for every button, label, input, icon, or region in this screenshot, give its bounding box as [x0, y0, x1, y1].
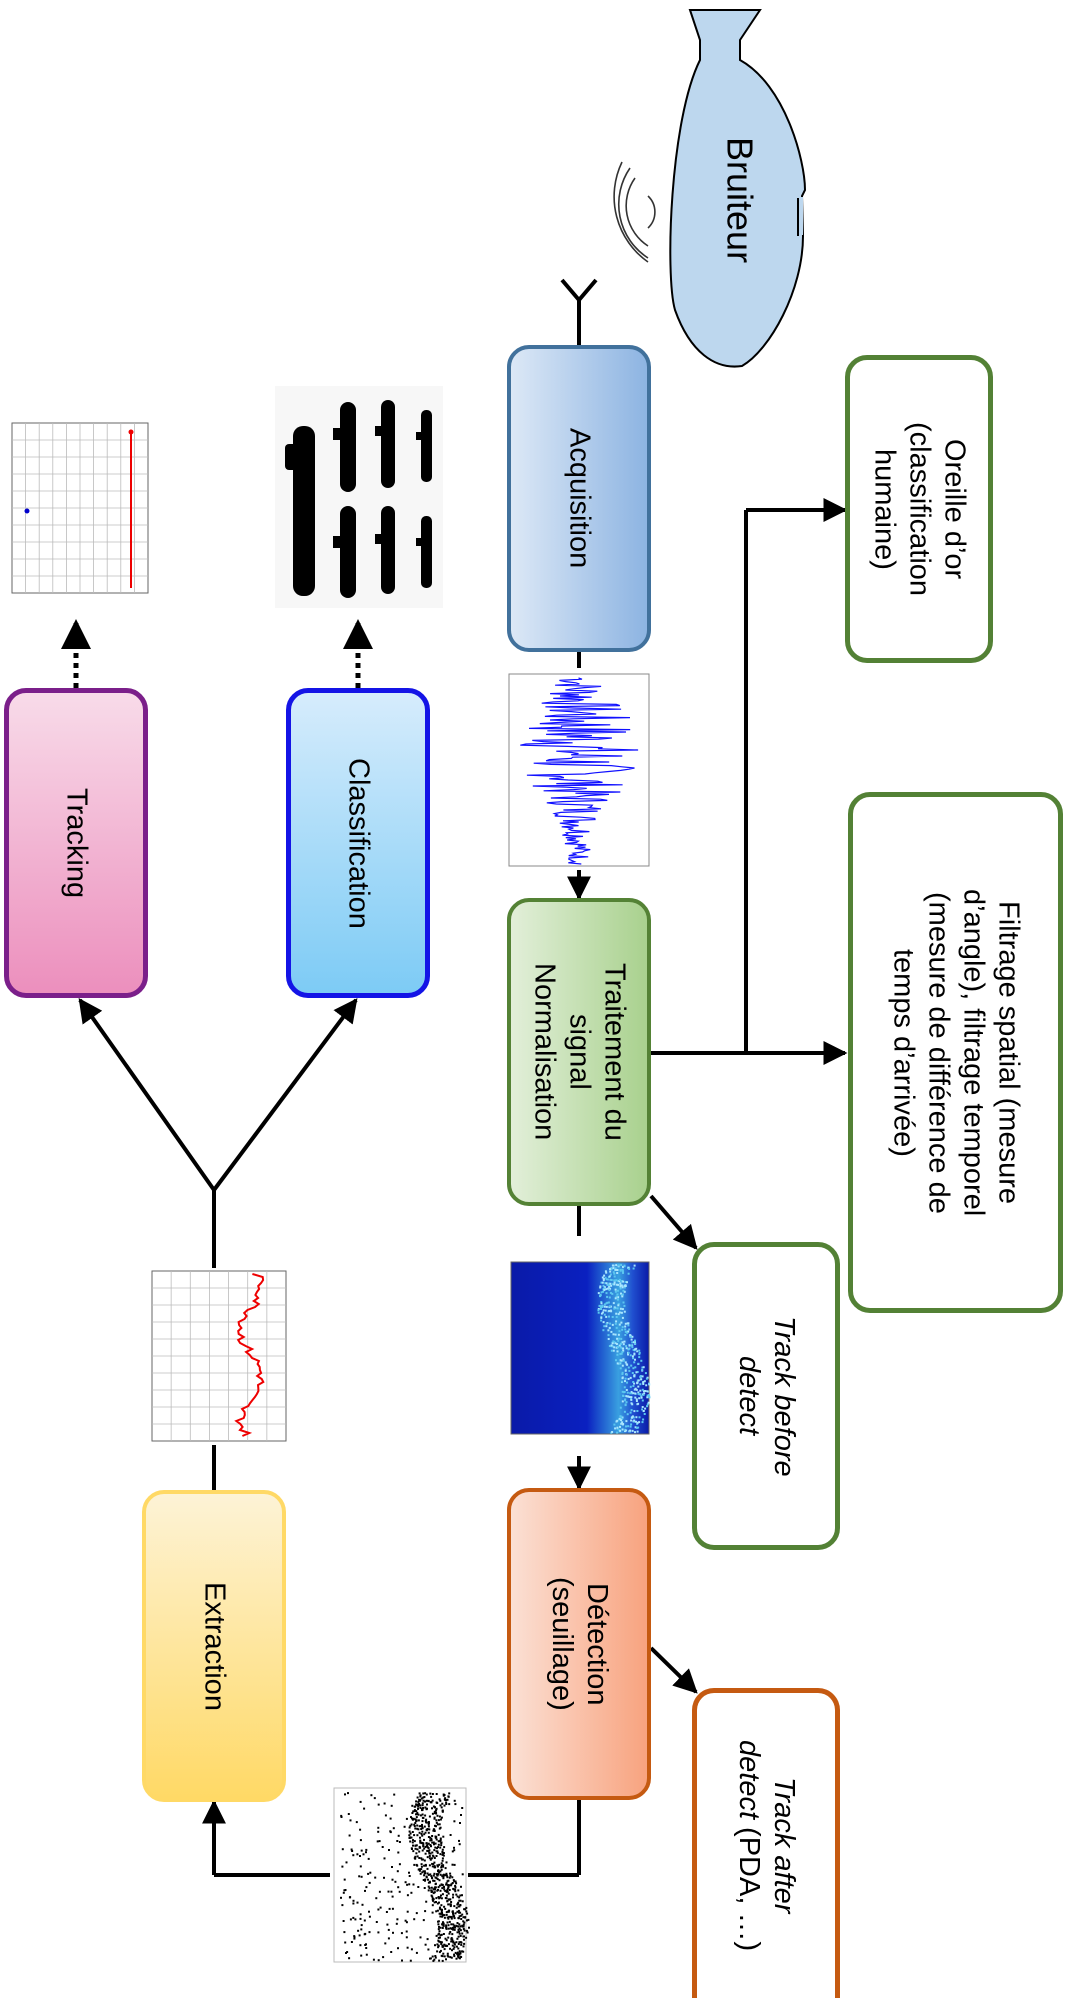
noise-source-submarine — [669, 9, 807, 368]
filtrage-box[interactable]: Filtrage spatial (mesure d’angle), filtr… — [848, 792, 1063, 1313]
detection-label: Détection (seuillage) — [546, 1577, 613, 1711]
spectrogram-thumbnail — [510, 1261, 651, 1435]
noise-source-label: Bruiteur — [719, 136, 761, 264]
arrow-to-classification — [212, 998, 358, 1192]
arrow-to-tad — [649, 1646, 698, 1694]
track-before-detect-box[interactable]: Track before detect — [692, 1242, 840, 1550]
sensor-point — [24, 508, 30, 514]
track-after-detect-box[interactable]: Track after detect (PDA, …) — [692, 1688, 840, 1998]
detection-scatter-thumbnail — [333, 1787, 470, 1963]
noise-source-label-holder: Bruiteur — [690, 100, 790, 300]
filtrage-label: Filtrage spatial (mesure d’angle), filtr… — [887, 888, 1025, 1217]
track-head — [128, 429, 134, 435]
track-after-detect-suffix: (PDA, …) — [733, 1818, 765, 1952]
arrow-to-tbd — [649, 1194, 698, 1250]
tracking-box[interactable]: Tracking — [4, 688, 148, 998]
frequency-track-line — [234, 1273, 265, 1437]
tracking-label: Tracking — [60, 787, 93, 899]
antenna-icon — [560, 278, 598, 345]
frequency-plot-thumbnail — [151, 1270, 287, 1442]
track-after-detect-italic: Track after detect — [733, 1739, 800, 1914]
classification-box[interactable]: Classification — [286, 688, 430, 998]
traitement-box[interactable]: Traitement du signal Normalisation — [507, 898, 651, 1206]
extraction-label: Extraction — [198, 1581, 231, 1711]
detection-box[interactable]: Détection (seuillage) — [507, 1488, 651, 1800]
waveform-thumbnail — [508, 673, 650, 867]
track-after-detect-label: Track after detect (PDA, …) — [731, 1740, 801, 1951]
classification-label: Classification — [342, 757, 375, 929]
track-before-detect-label: Track before detect — [733, 1315, 800, 1477]
oreille-box[interactable]: Oreille d’or (classification humaine) — [845, 355, 993, 663]
acquisition-box[interactable]: Acquisition — [507, 345, 651, 652]
acquisition-label: Acquisition — [563, 428, 596, 569]
traitement-label: Traitement du signal Normalisation — [528, 963, 631, 1141]
oreille-label: Oreille d’or (classification humaine) — [868, 421, 971, 597]
arrow-to-tracking — [78, 998, 216, 1192]
submarine-silhouettes-svg — [285, 400, 432, 598]
tracking-plot-thumbnail — [11, 422, 149, 594]
extraction-box[interactable]: Extraction — [142, 1490, 286, 1802]
submarine-silhouettes — [275, 386, 443, 608]
